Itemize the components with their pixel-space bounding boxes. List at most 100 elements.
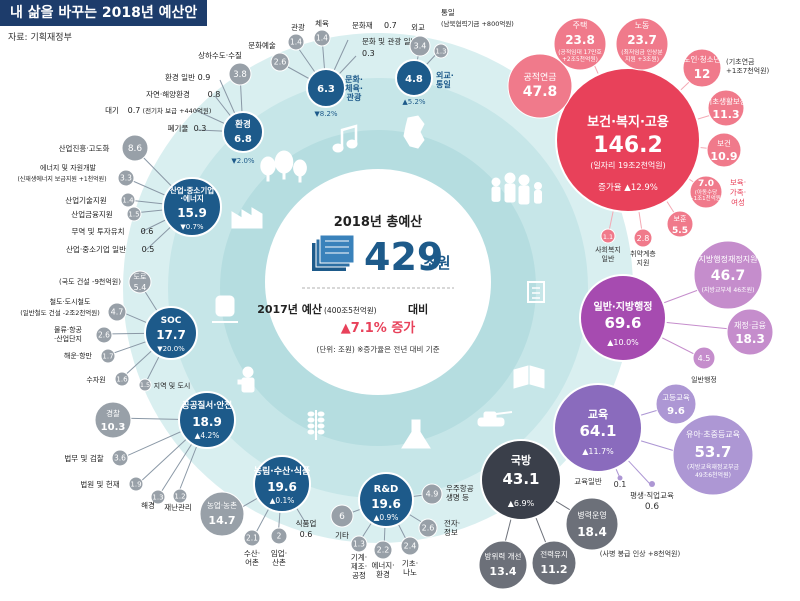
item-label: 외교 <box>411 22 425 32</box>
item-diplomacy: 3.4 <box>409 35 431 57</box>
item-label: 해운·항만 <box>64 351 93 360</box>
center-title: 2018년 총예산 <box>334 214 423 230</box>
korea-map-icon <box>403 115 425 149</box>
item-note: (지방교부세 46조원) <box>702 286 755 294</box>
item-label: 관광 <box>291 22 305 32</box>
item-tourism: 1.4 <box>287 33 305 51</box>
item-circle <box>95 326 113 344</box>
sector-foreign: 4.8▲5.2% <box>395 59 433 106</box>
item-value: 2.2 <box>377 546 390 555</box>
item-value: 0.7 <box>128 106 141 115</box>
item-label: 보훈 <box>674 214 687 223</box>
item-forestry: 2 <box>270 527 288 545</box>
item-circle <box>270 527 288 545</box>
item-energy-env: 2.2 <box>373 540 393 560</box>
item-label: 에너지 및 자원개발 <box>40 163 97 172</box>
item-label: 법원 및 헌재 <box>80 479 119 489</box>
item-circle <box>111 449 129 467</box>
item-label: 재난관리 <box>164 502 192 512</box>
defense-growth: ▲6.9% <box>508 499 535 508</box>
sector-circle <box>178 391 236 449</box>
environment-growth: ▼2.0% <box>231 157 255 165</box>
item-logistics: 2.6 <box>95 326 113 344</box>
item-circle <box>117 169 135 187</box>
item-value: 1.2 <box>174 492 185 500</box>
family-icon <box>491 172 542 205</box>
book-icon <box>513 365 545 389</box>
factory-icon <box>231 207 263 229</box>
item-circle <box>270 52 290 72</box>
item-note: (전기차 보급 +440억원) <box>143 106 212 115</box>
item-circle <box>228 62 252 86</box>
increase-label: ▲7.1% 증가 <box>341 321 416 336</box>
sector-circle <box>555 67 701 213</box>
police-icon <box>237 366 255 393</box>
item-label: 기타 <box>335 531 349 540</box>
item-note: (공적임대 17만호+2조5천억원) <box>558 48 602 63</box>
item-label: 에너지·환경 <box>371 560 394 579</box>
item-fisheries: 2.1 <box>243 529 261 547</box>
tank-icon <box>477 411 513 427</box>
item-value: 0.9 <box>198 73 211 82</box>
item-value: 0.6 <box>645 502 660 512</box>
welfare-sub: (일자리 19조2천억원) <box>590 160 666 170</box>
rnd-growth: ▲0.9% <box>374 513 399 522</box>
wheat-icon <box>307 410 325 440</box>
item-circle <box>128 476 144 492</box>
item-rnd-etc: 6 <box>330 504 354 528</box>
unit-note: (단위: 조원) ※증가율은 전년 대비 기준 <box>316 344 439 354</box>
item-circle <box>421 483 443 505</box>
item-value: 12 <box>694 67 711 81</box>
admin-value: 69.6 <box>604 314 641 332</box>
item-value: 2.1 <box>246 534 258 543</box>
item-label: 문화재 <box>352 21 373 30</box>
item-label: 자연·해양환경 <box>146 89 190 99</box>
item-label: 문화예술 <box>248 40 276 50</box>
item-note: (일반철도 건설 -2조2천억원) <box>20 308 100 317</box>
item-value: 6 <box>339 512 345 522</box>
item-value: 2.6 <box>422 524 435 533</box>
education-growth: ▲11.7% <box>582 447 614 456</box>
item-label: 환경 일반 <box>165 72 195 82</box>
item-circle <box>287 33 305 51</box>
item-circle <box>400 536 420 556</box>
music-note-icon <box>332 124 358 153</box>
item-label: 병력운영 <box>577 510 606 520</box>
item-value: 18.3 <box>735 332 765 346</box>
item-label: 산업·중소기업 일반 <box>66 244 126 254</box>
admin-growth: ▲10.0% <box>607 338 639 347</box>
item-value: 1.4 <box>316 34 328 43</box>
item-circle <box>100 348 116 364</box>
item-circle <box>138 378 152 392</box>
item-value: 5.5 <box>672 226 688 236</box>
item-label: 공적연금 <box>523 71 556 83</box>
item-label: 무역 및 투자유치 <box>71 226 124 236</box>
item-label: 수산·어촌 <box>244 548 260 567</box>
item-label: 노인·청소년 <box>684 54 721 64</box>
item-electronics: 2.6 <box>418 518 438 538</box>
item-childcare: 7.0(아동수당+1조1천억원)보육·가족·여성 <box>689 175 746 209</box>
admin-label: 일반·지방행정 <box>594 300 653 313</box>
item-industry-finance: 1.5 <box>126 206 142 222</box>
item-coastguard: 1.3 <box>150 489 166 505</box>
sector-culture: 6.3▼8.2% <box>306 68 346 118</box>
item-circle <box>373 540 393 560</box>
item-value: 0.8 <box>208 90 221 99</box>
item-value: 3.3 <box>120 174 132 183</box>
item-label: 체육 <box>315 18 329 28</box>
